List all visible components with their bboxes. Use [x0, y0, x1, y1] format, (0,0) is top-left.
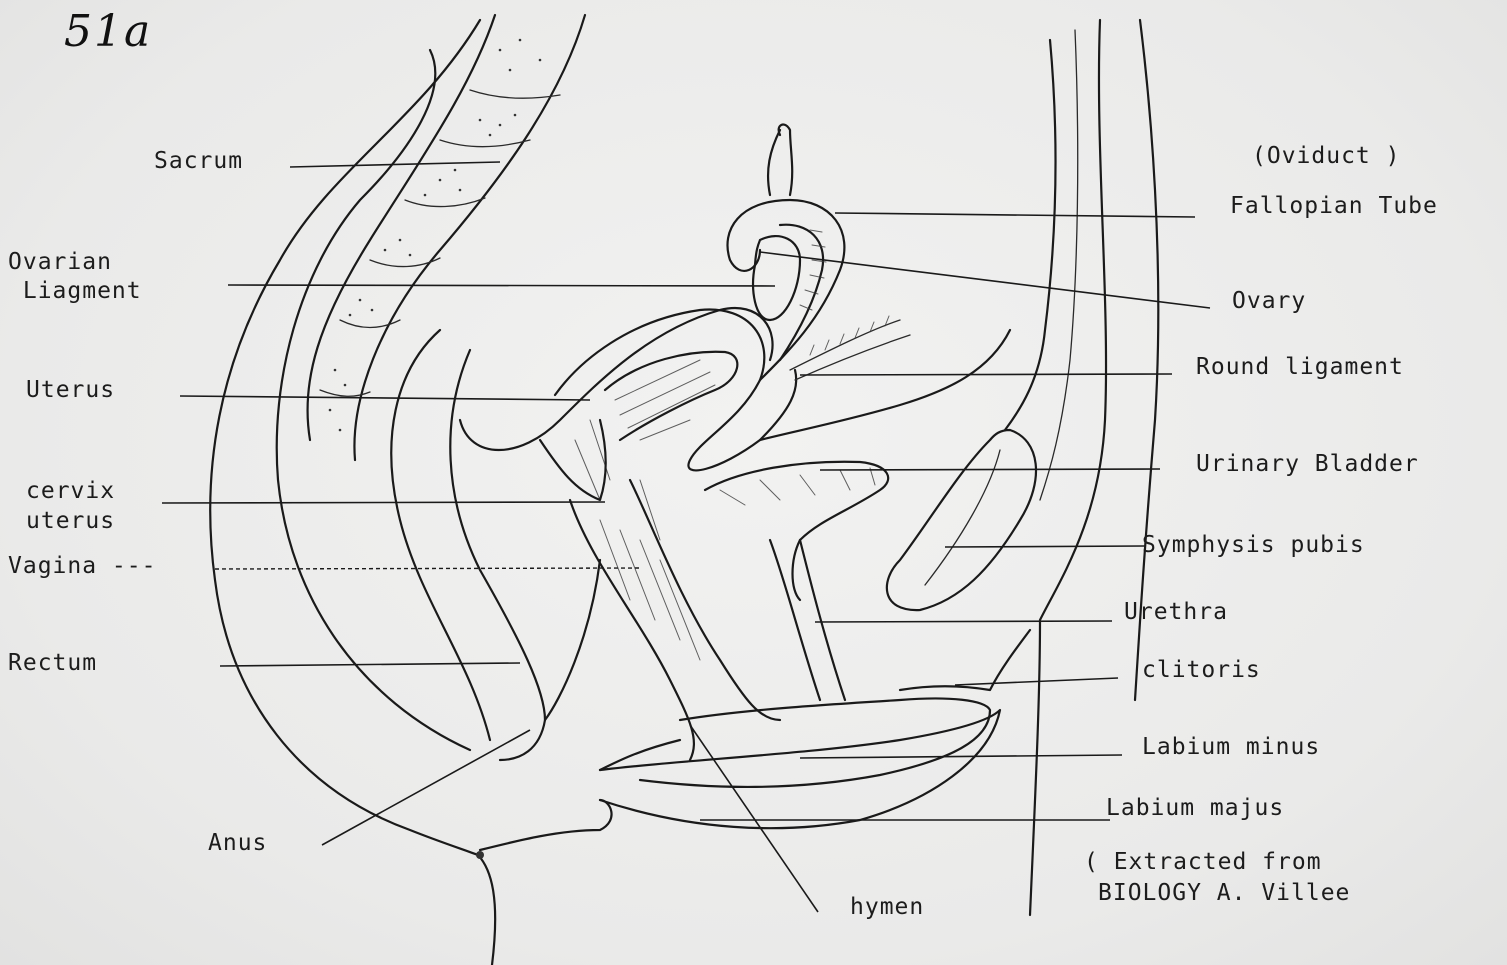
leader-labium-minus [800, 755, 1122, 758]
label-ovarian-ligament: Ovarian Liagment [8, 248, 142, 306]
label-clitoris: clitoris [1142, 659, 1261, 682]
plate-number: 51a [64, 6, 152, 57]
leader-hymen [690, 725, 818, 912]
label-sacrum: Sacrum [154, 150, 243, 173]
leader-fallopian-tube [835, 213, 1195, 217]
leader-round-ligament [800, 374, 1172, 375]
label-urinary-bladder: Urinary Bladder [1196, 453, 1419, 476]
leader-urinary-bladder [820, 469, 1160, 470]
leader-anus [322, 730, 530, 845]
label-labium-minus: Labium minus [1142, 736, 1320, 759]
label-round-ligament: Round ligament [1196, 356, 1404, 379]
label-cervix-uteri: cervix uterus [26, 477, 115, 537]
leader-rectum [220, 663, 520, 666]
leader-symphysis-pubis [945, 546, 1145, 547]
label-ovary: Ovary [1232, 290, 1306, 313]
label-rectum: Rectum [8, 652, 97, 675]
label-symphysis-pubis: Symphysis pubis [1142, 534, 1365, 557]
label-oviduct: (Oviduct ) [1252, 145, 1400, 168]
label-anus: Anus [208, 832, 267, 855]
source-note-line2: BIOLOGY A. Villee [1098, 882, 1350, 905]
label-labium-majus: Labium majus [1106, 797, 1284, 820]
leader-cervix [162, 502, 605, 503]
label-urethra: Urethra [1124, 601, 1228, 624]
leader-vagina [215, 568, 640, 569]
leader-ovarian-ligament [228, 285, 775, 286]
leader-sacrum [290, 162, 500, 167]
source-note-line1: ( Extracted from [1084, 851, 1322, 874]
label-uterus: Uterus [26, 379, 115, 402]
leader-ovary [760, 252, 1210, 308]
leader-urethra [815, 621, 1112, 622]
label-hymen: hymen [850, 896, 924, 919]
leader-uterus [180, 396, 590, 400]
label-vagina: Vagina --- [8, 555, 156, 578]
leader-clitoris [955, 678, 1118, 685]
label-fallopian-tube: Fallopian Tube [1230, 195, 1438, 218]
